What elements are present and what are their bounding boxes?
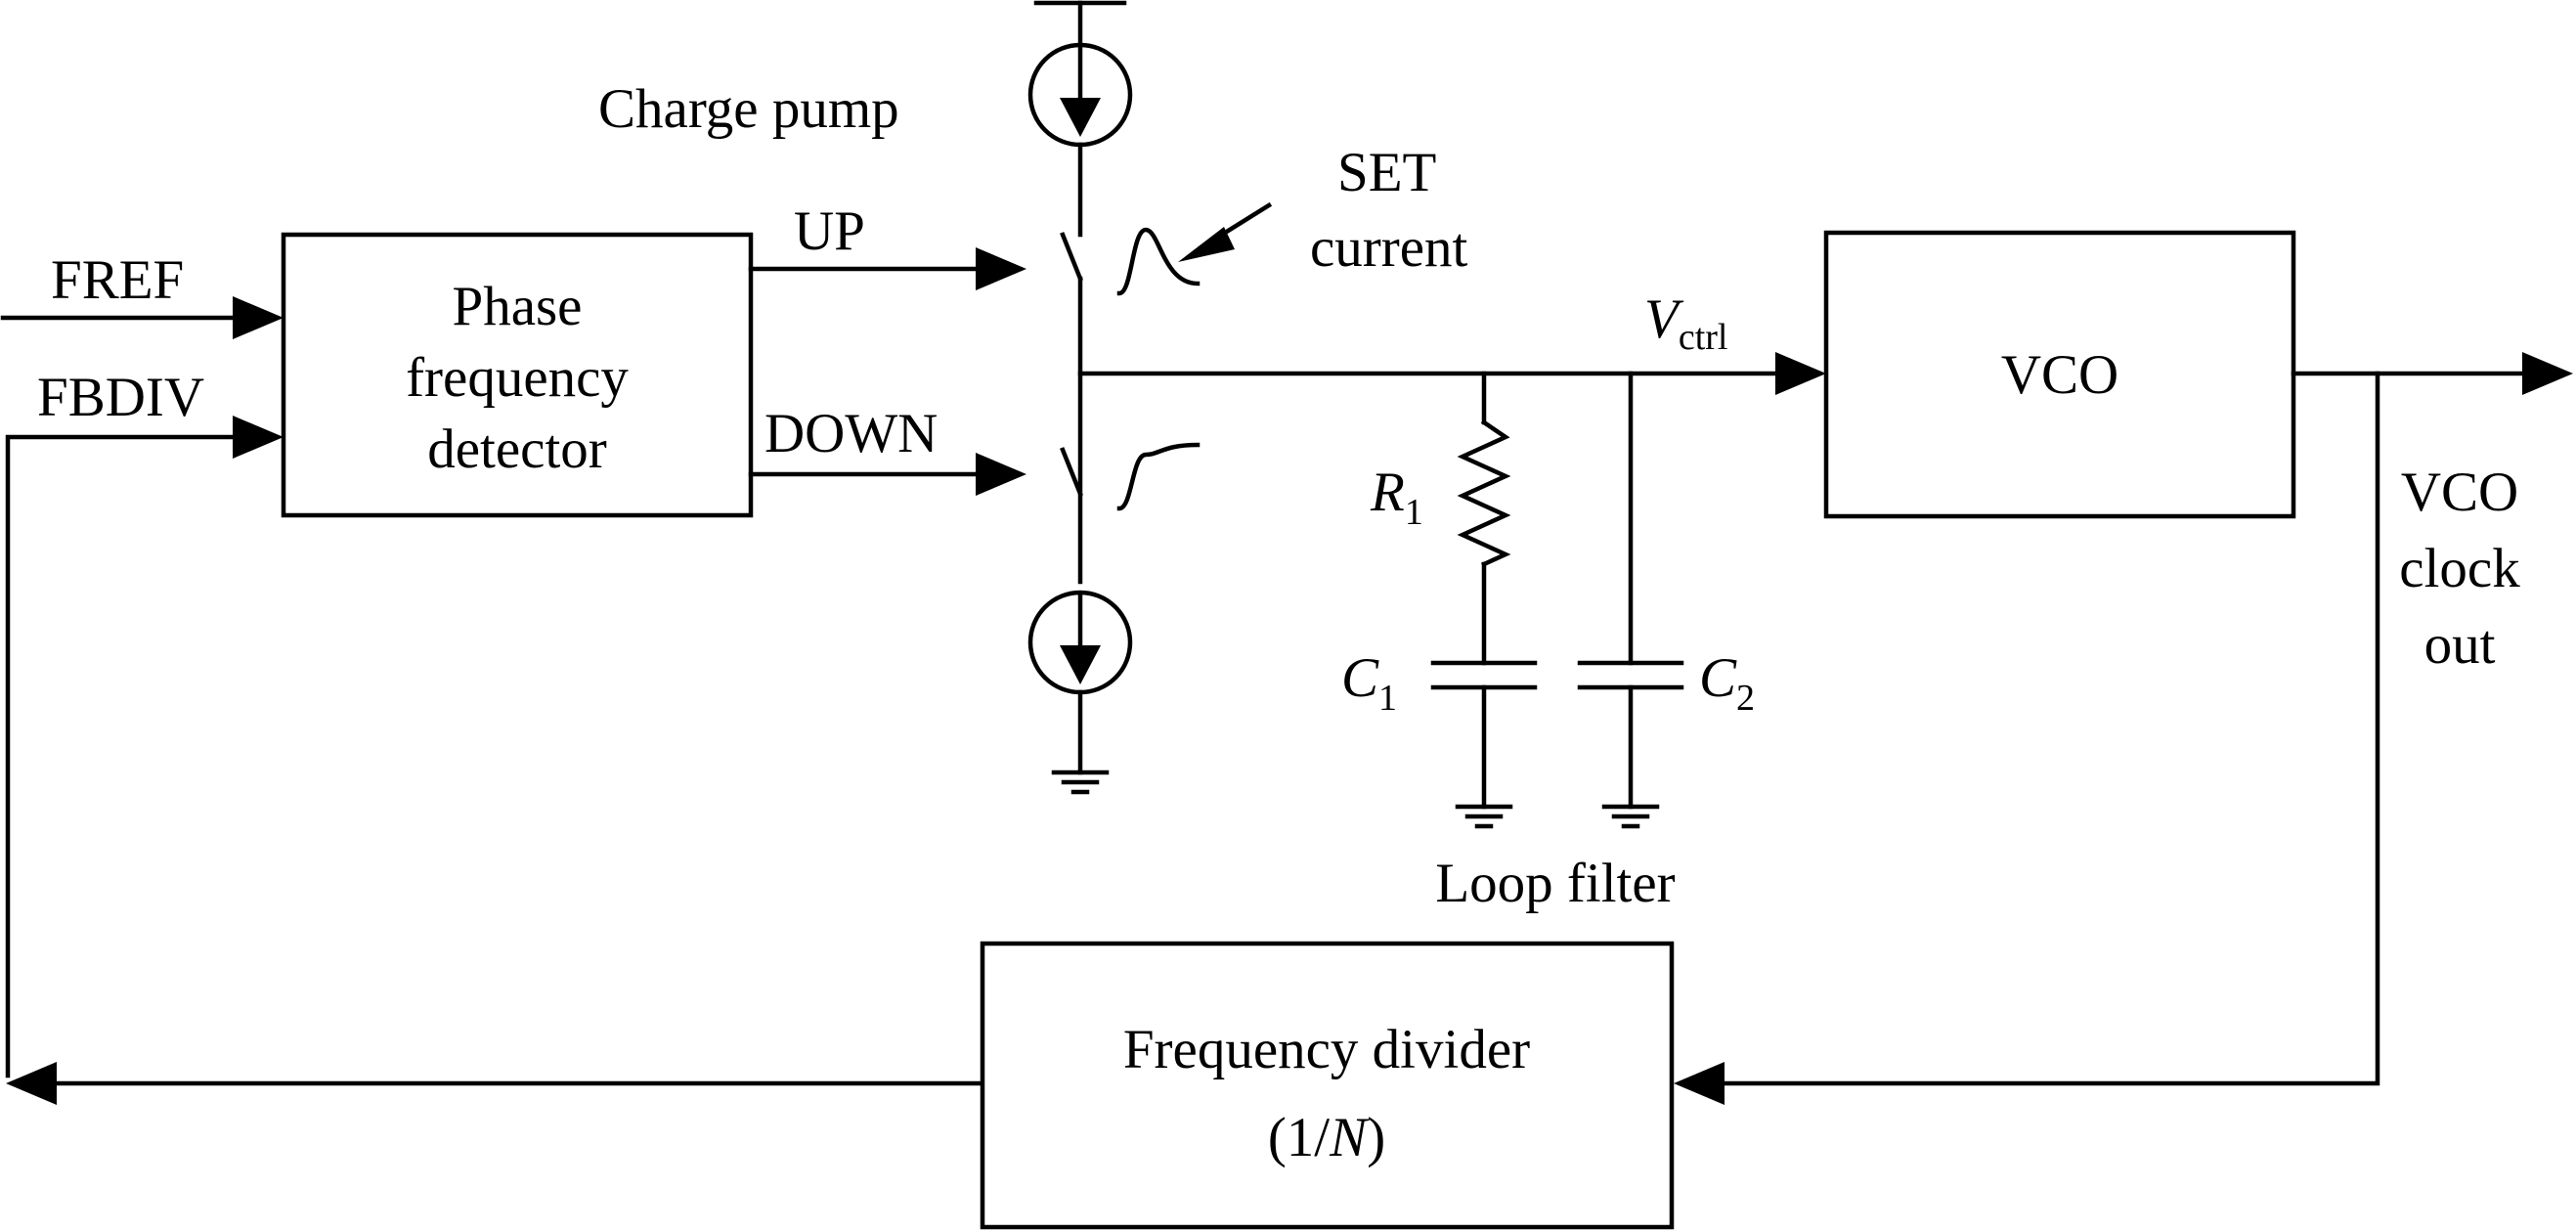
capacitor-c1-icon [1430,660,1538,690]
ground-c2-icon [1601,804,1660,829]
current-source-down-icon [1027,590,1133,695]
capacitor-c2-icon [1577,660,1684,690]
vctrl-arrow-icon [1775,352,1826,395]
down-switch [1060,447,1083,497]
set-current-annotation: SET current [1178,142,1468,279]
fref-label: FREF [51,249,184,311]
set-current-label-line1: SET [1337,142,1436,203]
ground-r1-icon [1455,804,1513,829]
ground-icon [1051,770,1110,795]
current-source-up-icon [1027,42,1133,148]
frequency-divider-block: Frequency divider (1/N) [980,941,1675,1230]
feedback-out-arrow-icon [6,1062,57,1105]
fbdiv-arrow-icon [233,416,284,459]
phase-frequency-detector-block: Phase frequency detector [281,232,754,518]
vctrl-node: Vctrl [1077,288,1826,395]
set-current-arrow-icon [1178,227,1235,262]
vco-label: VCO [2001,344,2118,406]
vco-out-label-line2: clock [2399,538,2520,599]
set-current-label-line2: current [1310,217,1468,279]
fbdiv-input: FBDIV [5,367,284,1078]
down-arrow-icon [976,453,1026,496]
r1-label: R1 [1370,462,1423,533]
pfd-label-line3: detector [427,418,607,480]
down-label: DOWN [764,403,938,464]
feedback-path [6,371,2380,1105]
fbdiv-label: FBDIV [37,367,204,428]
c2-label: C2 [1699,647,1755,719]
up-label: UP [794,200,865,262]
vco-out-label-line1: VCO [2401,462,2518,523]
divider-label-line1: Frequency divider [1123,1019,1530,1080]
set-pulse-down-icon [1116,442,1201,511]
loop-filter: R1 C1 C2 Loop filter [1341,371,1755,914]
up-switch [1060,232,1083,282]
down-signal: DOWN [748,403,1026,496]
fref-arrow-icon [233,296,284,339]
vco-out-arrow-icon [2522,352,2573,395]
loop-filter-label: Loop filter [1435,853,1675,914]
vco-block: VCO [1823,230,2296,519]
fref-input: FREF [0,249,284,339]
divider-label-line2: (1/N) [1268,1107,1385,1168]
vco-output: VCO clock out [2291,352,2573,676]
pfd-label-line1: Phase [453,276,583,337]
c1-label: C1 [1341,647,1397,719]
feedback-in-arrow-icon [1674,1062,1725,1105]
up-arrow-icon [976,247,1026,290]
set-pulse-up-icon [1116,227,1201,296]
charge-pump-label: Charge pump [598,78,899,140]
vco-out-label-line3: out [2424,614,2496,676]
resistor-r1-icon [1457,418,1511,567]
pfd-label-line2: frequency [406,347,629,409]
vctrl-label: Vctrl [1644,288,1727,358]
charge-pump: Charge pump [598,0,1201,795]
up-signal: UP [748,200,1026,290]
